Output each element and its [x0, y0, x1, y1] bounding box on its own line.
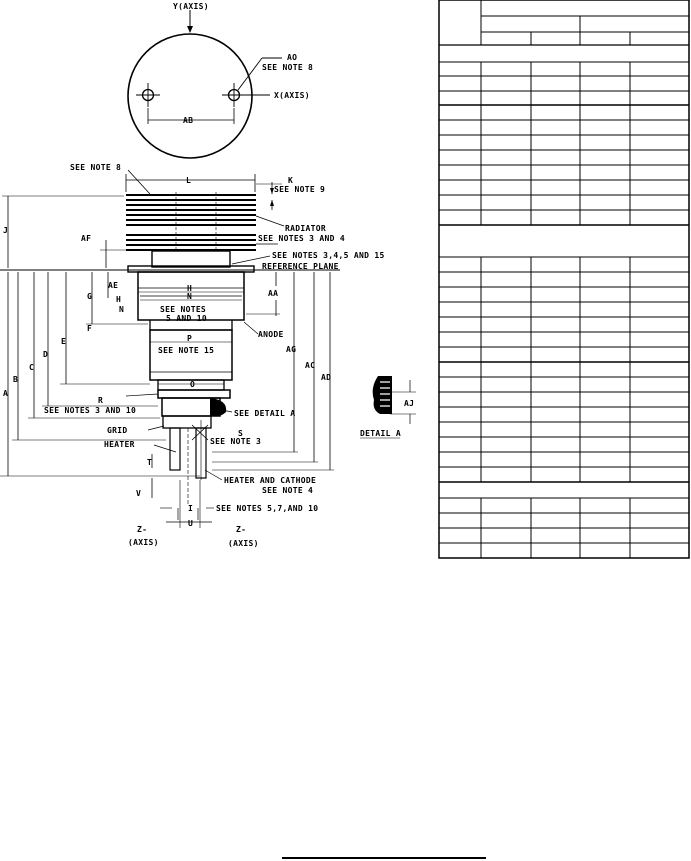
label-see-note-3: SEE NOTE 3 — [210, 437, 261, 446]
label-z-right: Z- — [236, 525, 246, 534]
label-see-notes-5-10-a: SEE NOTES — [160, 305, 206, 314]
label-h-mid: H — [187, 284, 192, 293]
label-h-left: H — [116, 295, 121, 304]
label-v: V — [136, 489, 141, 498]
label-see-notes-3-4: SEE NOTES 3 AND 4 — [258, 234, 345, 243]
label-see-notes-5-7-10: SEE NOTES 5,7,AND 10 — [216, 504, 318, 513]
label-see-notes-5-10-b: 5 AND 10 — [166, 314, 207, 323]
label-l: L — [186, 176, 191, 185]
label-reference-plane: REFERENCE PLANE — [262, 262, 339, 271]
label-af: AF — [81, 234, 91, 243]
label-g: G — [87, 292, 92, 301]
label-o: O — [190, 380, 195, 389]
label-heater: HEATER — [104, 440, 135, 449]
label-f: F — [87, 324, 92, 333]
label-t: T — [147, 458, 152, 467]
pin-hole-right — [222, 83, 270, 107]
label-u: U — [188, 519, 193, 528]
label-anode: ANODE — [258, 330, 284, 339]
label-see-notes-3-4-5-15: SEE NOTES 3,4,5 AND 15 — [272, 251, 385, 260]
label-r: R — [98, 396, 103, 405]
dimension-table — [438, 0, 690, 559]
label-ae: AE — [108, 281, 118, 290]
radiator-fins — [126, 194, 256, 251]
label-ad: AD — [321, 373, 331, 382]
label-ab: AB — [183, 116, 193, 125]
label-aj: AJ — [404, 399, 414, 408]
label-p: P — [187, 334, 192, 343]
label-axis-right: (AXIS) — [228, 539, 259, 548]
label-see-note-8-left: SEE NOTE 8 — [70, 163, 121, 172]
bottom-rule — [282, 857, 486, 859]
label-axis-left: (AXIS) — [128, 538, 159, 547]
label-radiator: RADIATOR — [285, 224, 326, 233]
label-see-notes-3-10: SEE NOTES 3 AND 10 — [44, 406, 136, 415]
label-n-mid: N — [187, 292, 192, 301]
label-ao: AO — [287, 53, 297, 62]
label-b: B — [13, 375, 18, 384]
side-view — [0, 169, 340, 528]
label-see-note-9: SEE NOTE 9 — [274, 185, 325, 194]
label-heater-cathode: HEATER AND CATHODE — [224, 476, 316, 485]
label-see-note-4: SEE NOTE 4 — [262, 486, 313, 495]
label-see-detail-a: SEE DETAIL A — [234, 409, 295, 418]
label-y-axis: Y(AXIS) — [173, 2, 209, 11]
label-e: E — [61, 337, 66, 346]
detail-a — [360, 376, 416, 439]
label-j: J — [3, 226, 8, 235]
label-aa: AA — [268, 289, 278, 298]
label-see-note-15: SEE NOTE 15 — [158, 346, 214, 355]
top-view — [127, 10, 282, 159]
pin-hole-left — [136, 83, 160, 107]
label-grid: GRID — [107, 426, 127, 435]
label-d: D — [43, 350, 48, 359]
label-n-left: N — [119, 305, 124, 314]
label-detail-a: DETAIL A — [360, 429, 401, 438]
label-z-left: Z- — [137, 525, 147, 534]
label-s: S — [238, 429, 243, 438]
label-i: I — [188, 504, 193, 513]
label-a: A — [3, 389, 8, 398]
label-ag: AG — [286, 345, 296, 354]
label-ac: AC — [305, 361, 315, 370]
label-k: K — [288, 176, 293, 185]
label-c: C — [29, 363, 34, 372]
label-see-note-8-top: SEE NOTE 8 — [262, 63, 313, 72]
label-x-axis: X(AXIS) — [274, 91, 310, 100]
